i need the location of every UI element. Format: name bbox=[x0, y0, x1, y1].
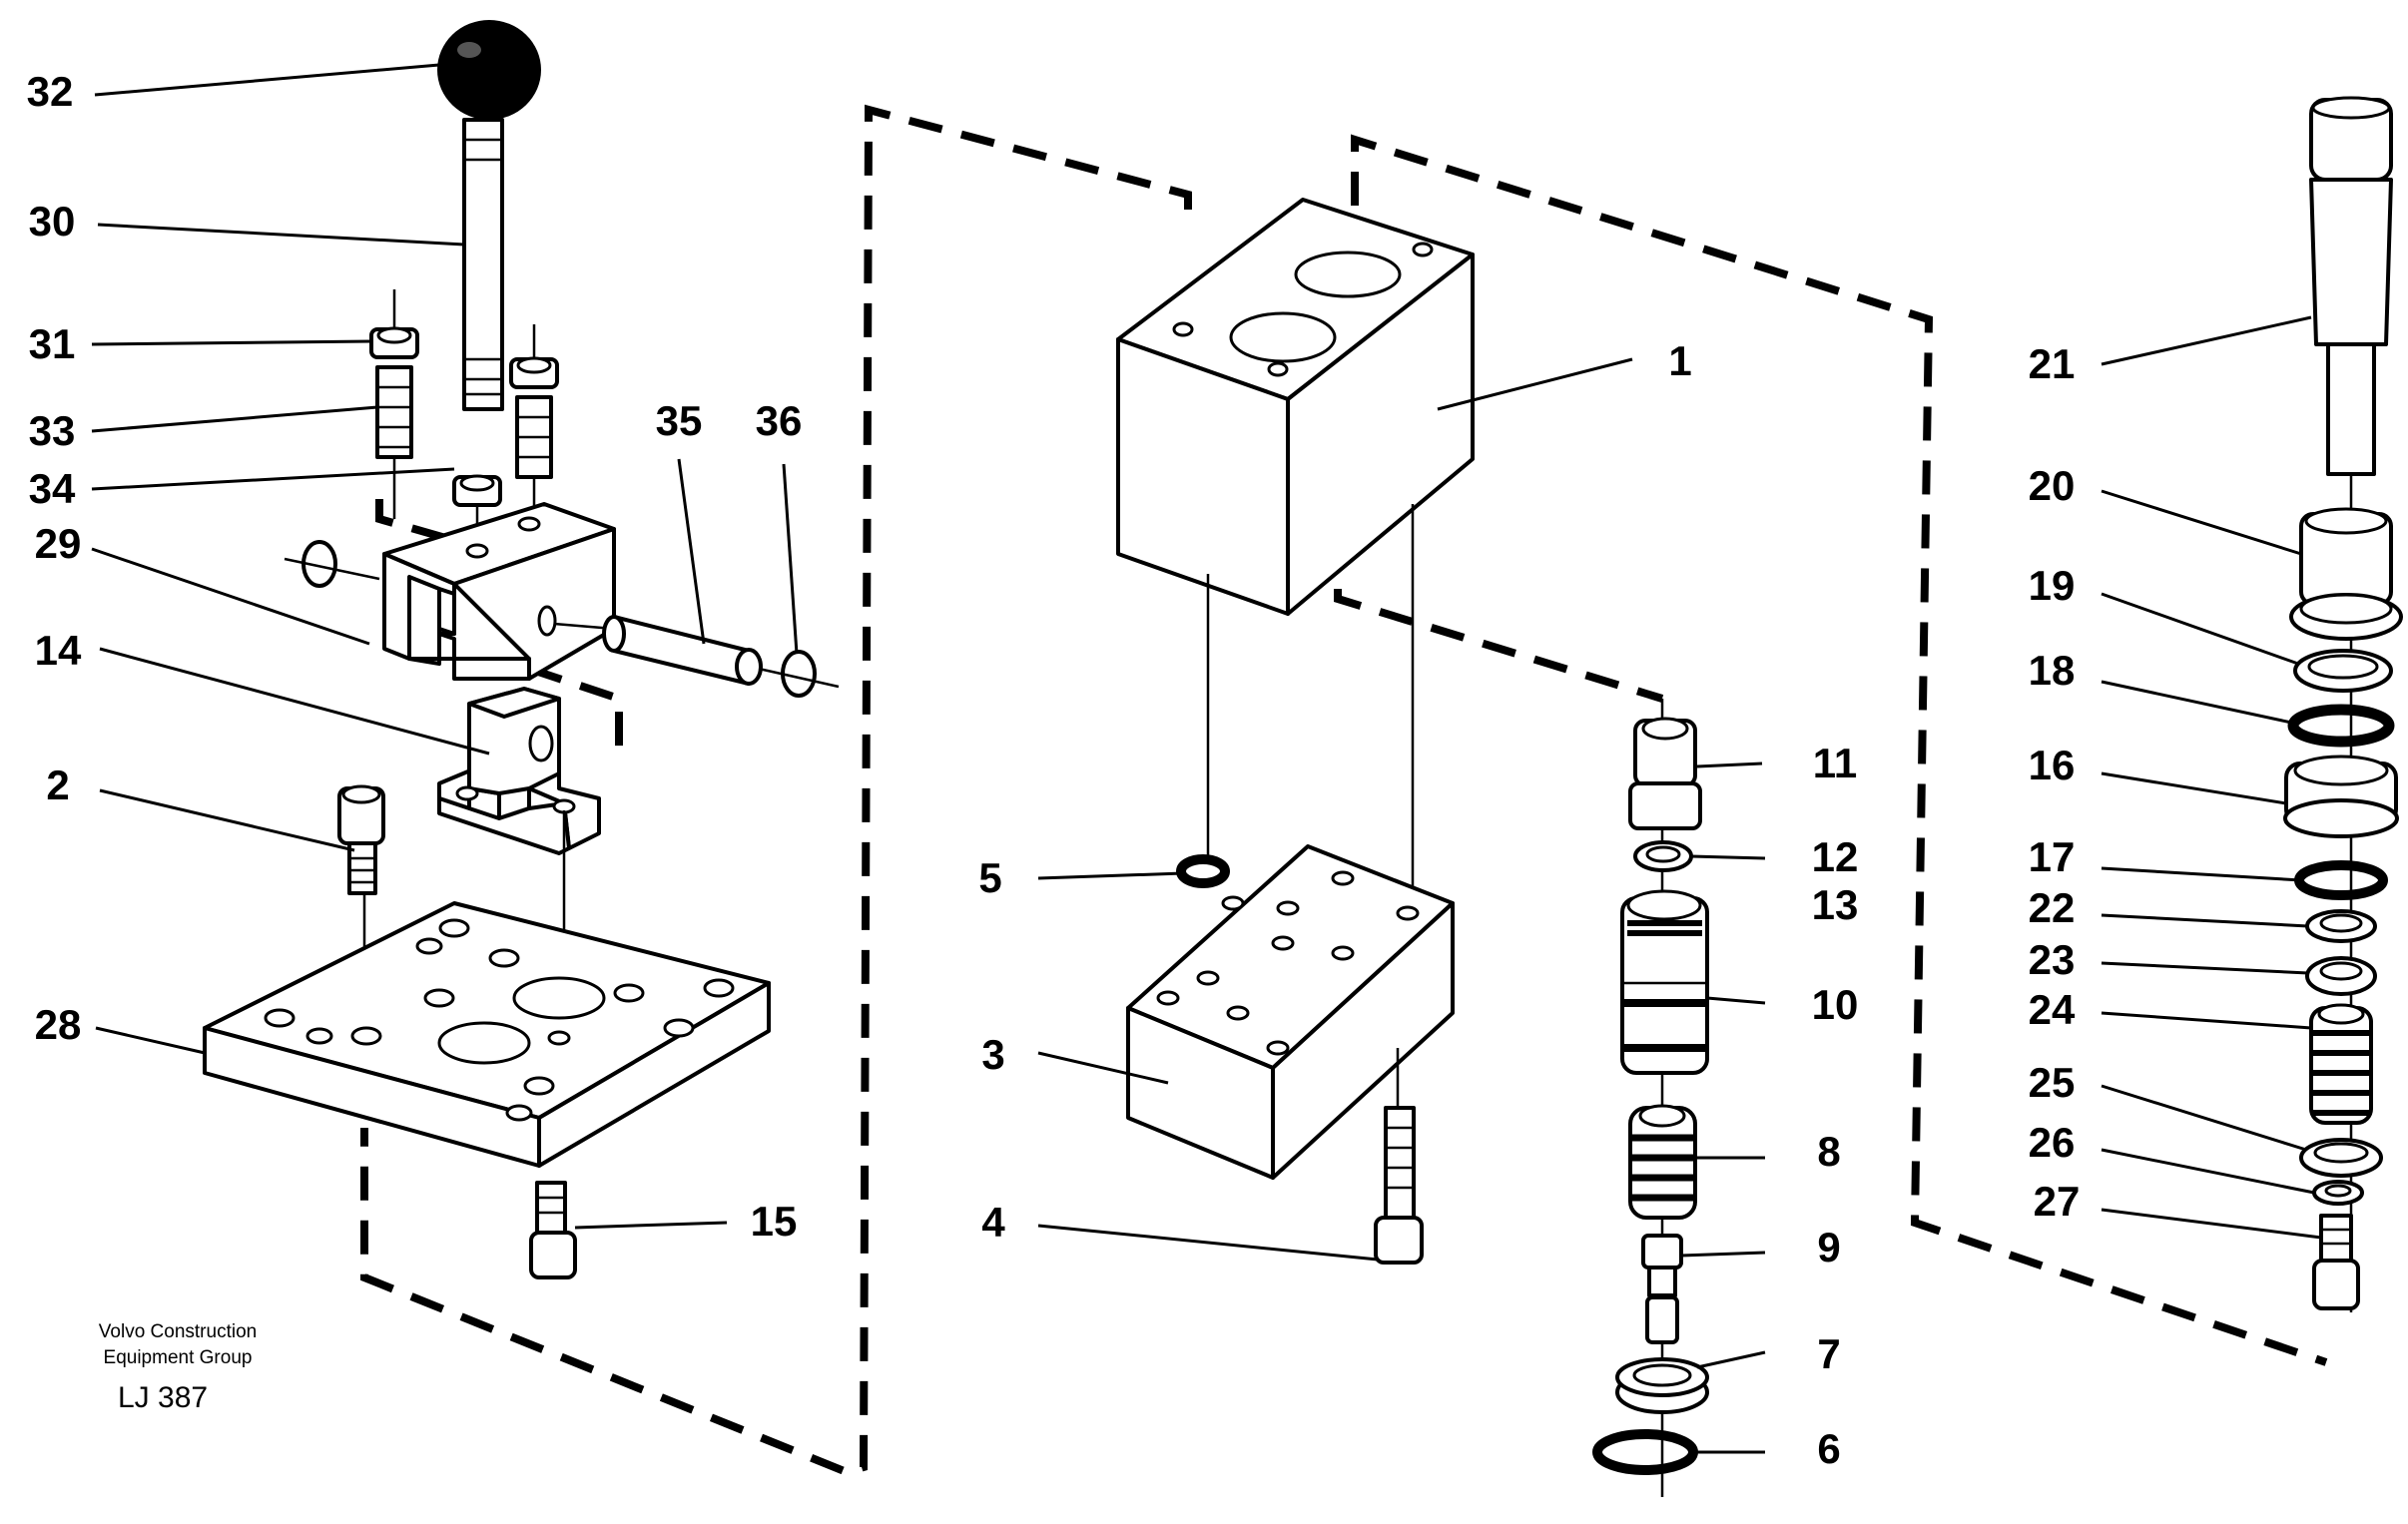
label-9: 9 bbox=[1817, 1224, 1840, 1270]
label-19: 19 bbox=[2029, 562, 2076, 609]
leader-lines bbox=[91, 63, 2322, 1454]
valve-block-3 bbox=[1126, 844, 1455, 1180]
label-6: 6 bbox=[1817, 1425, 1840, 1472]
footer: Volvo Construction Equipment Group LJ 38… bbox=[99, 1321, 257, 1414]
spool-stack bbox=[1592, 699, 1709, 1497]
cap-screw-15 bbox=[529, 1181, 577, 1279]
dash-bracket-link bbox=[527, 665, 623, 763]
spring-8 bbox=[1628, 1104, 1697, 1220]
oring-6 bbox=[1592, 1429, 1698, 1475]
company-line-2: Equipment Group bbox=[104, 1347, 253, 1368]
cap-screw-4 bbox=[1374, 1048, 1424, 1265]
label-27: 27 bbox=[2034, 1178, 2081, 1225]
label-14: 14 bbox=[35, 627, 82, 674]
lever-knob bbox=[437, 20, 541, 120]
label-31: 31 bbox=[29, 320, 76, 367]
label-28: 28 bbox=[35, 1001, 82, 1048]
dash-center-loop bbox=[1351, 134, 2328, 1366]
label-33: 33 bbox=[29, 407, 76, 454]
label-17: 17 bbox=[2029, 833, 2076, 880]
dash-mid-link bbox=[1334, 589, 1664, 703]
label-12: 12 bbox=[1812, 833, 1859, 880]
label-24: 24 bbox=[2029, 986, 2076, 1033]
spring-24 bbox=[2309, 1003, 2373, 1125]
clevis-block bbox=[382, 502, 616, 681]
base-plate-28 bbox=[203, 901, 771, 1168]
label-5: 5 bbox=[978, 854, 1001, 901]
label-34: 34 bbox=[29, 465, 76, 512]
label-18: 18 bbox=[2029, 647, 2076, 694]
company-line-1: Volvo Construction bbox=[99, 1321, 257, 1342]
label-1: 1 bbox=[1668, 337, 1691, 384]
label-3: 3 bbox=[981, 1031, 1004, 1078]
callout-labels: 32 30 31 33 34 29 14 2 28 15 35 36 1 5 3… bbox=[27, 68, 2081, 1472]
dash-left-loop bbox=[360, 104, 1192, 1477]
label-13: 13 bbox=[1812, 881, 1859, 928]
label-16: 16 bbox=[2029, 742, 2076, 788]
oring-17 bbox=[2294, 860, 2388, 900]
label-7: 7 bbox=[1817, 1330, 1840, 1377]
valve-block-1 bbox=[1116, 198, 1475, 898]
label-4: 4 bbox=[981, 1199, 1005, 1246]
label-36: 36 bbox=[756, 397, 803, 444]
label-29: 29 bbox=[35, 520, 82, 567]
bracket-14 bbox=[437, 687, 601, 1033]
label-26: 26 bbox=[2029, 1119, 2076, 1166]
label-35: 35 bbox=[656, 397, 703, 444]
screw-27 bbox=[2319, 1214, 2353, 1263]
dash-lever-link bbox=[375, 499, 486, 553]
pin-9 bbox=[1641, 1234, 1683, 1270]
label-8: 8 bbox=[1817, 1128, 1840, 1175]
assembly-dash-lines bbox=[360, 104, 2328, 1477]
label-11: 11 bbox=[1813, 740, 1857, 786]
label-2: 2 bbox=[46, 762, 69, 808]
label-25: 25 bbox=[2029, 1059, 2076, 1106]
label-15: 15 bbox=[751, 1198, 798, 1245]
set-screw-33 bbox=[375, 365, 413, 459]
label-22: 22 bbox=[2029, 884, 2076, 931]
lever-rod bbox=[462, 118, 504, 411]
label-21: 21 bbox=[2029, 340, 2076, 387]
label-23: 23 bbox=[2029, 936, 2076, 983]
plunger-stack bbox=[2283, 96, 2403, 1312]
oring-5 bbox=[1176, 854, 1230, 888]
drawing-code: LJ 387 bbox=[118, 1381, 208, 1414]
label-10: 10 bbox=[1812, 981, 1859, 1028]
label-30: 30 bbox=[29, 198, 76, 245]
label-32: 32 bbox=[27, 68, 74, 115]
lever-assembly bbox=[203, 20, 840, 1279]
label-20: 20 bbox=[2029, 462, 2076, 509]
oring-18 bbox=[2287, 704, 2395, 748]
